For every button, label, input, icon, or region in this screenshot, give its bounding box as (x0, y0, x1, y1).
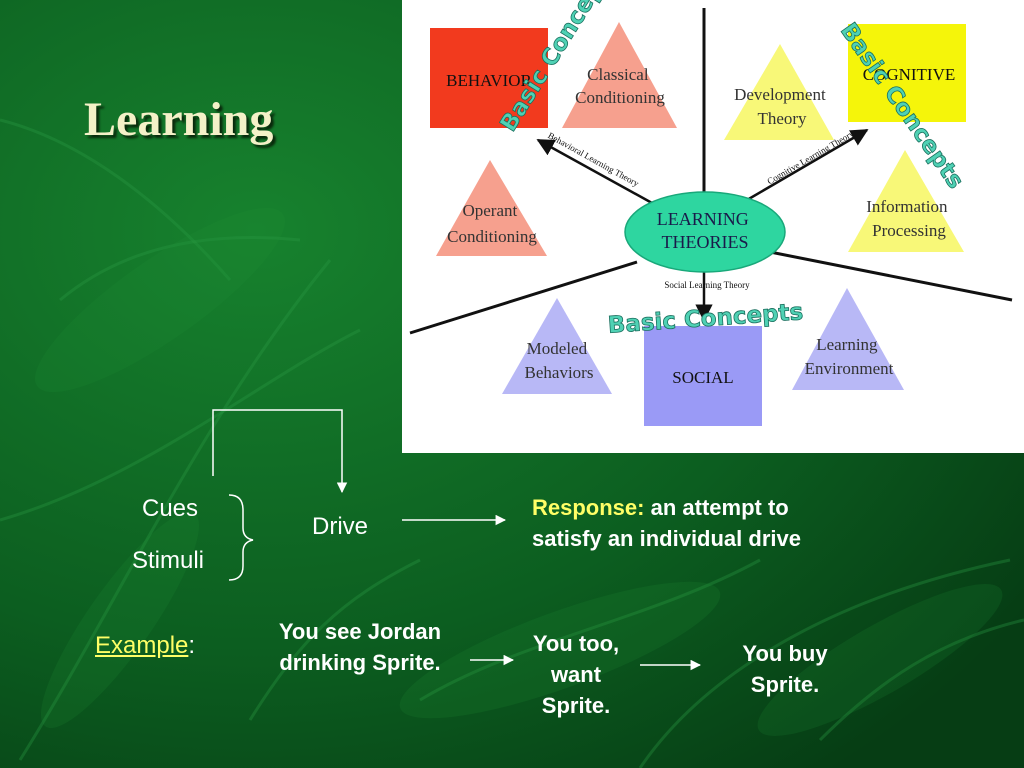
response-label: Response: (532, 495, 645, 520)
divider-left (409, 260, 638, 335)
box-behavior-label: BEHAVIOR (446, 71, 532, 90)
triangle-environment (792, 288, 904, 390)
example-step-2: You too, want Sprite. (518, 628, 634, 721)
triangle-information (848, 150, 964, 252)
center-label: LEARNING THEORIES (657, 209, 754, 252)
example-step-3-line2: Sprite. (750, 672, 820, 697)
slide-title: Learning (84, 93, 274, 146)
box-social-label: SOCIAL (672, 368, 733, 387)
arrow-cognitive (746, 128, 869, 202)
example-step-1-line1: You see Jordan (278, 619, 442, 644)
triangle-operant-label: Operant Conditioning (447, 201, 537, 246)
example-step-3: You buy Sprite. (720, 638, 850, 700)
example-step-3-line1: You buy (742, 641, 828, 666)
triangle-classical-label: Classical Conditioning (575, 65, 665, 107)
example-step-1-line2: drinking Sprite. (279, 650, 441, 675)
center-learning-theories (624, 191, 786, 273)
triangle-classical (562, 22, 677, 128)
box-cognitive (848, 24, 966, 122)
example-step-1: You see Jordan drinking Sprite. (262, 616, 458, 678)
response-text: Response: an attempt to (532, 492, 789, 523)
triangle-development (724, 44, 834, 140)
arrow-behavioral (536, 138, 653, 205)
box-cognitive-label: COGNITIVE (863, 65, 956, 84)
example-label-container: Example: (95, 632, 195, 660)
response-text-line2: satisfy an individual drive (532, 526, 801, 551)
label-social-theory: Social Learning Theory (664, 280, 750, 290)
example-label: Example (95, 632, 189, 659)
drive-label: Drive (312, 513, 369, 540)
stimuli-label: Stimuli (132, 547, 205, 574)
example-step-2-line3: Sprite. (541, 693, 611, 718)
label-behavioral-theory: Behavioral Learning Theory (546, 130, 641, 189)
example-step-2-line1: You too, (532, 631, 620, 656)
divider-right (769, 250, 1013, 302)
triangle-operant (436, 160, 547, 256)
cues-label: Cues (142, 495, 199, 522)
triangle-information-label: Information Processing (866, 197, 951, 240)
triangle-development-label: Development Theory (734, 85, 830, 128)
triangle-environment-label: Learning Environment (805, 335, 894, 378)
box-behavior (430, 28, 548, 128)
triangle-modeled-label: Modeled Behaviors (525, 339, 594, 382)
response-description: an attempt to (644, 495, 789, 520)
example-colon: : (188, 632, 196, 659)
example-step-2-line2: want (550, 662, 602, 687)
box-social (644, 326, 762, 426)
learning-theories-diagram: Behavioral Learning Theory Cognitive Lea… (402, 0, 1024, 453)
triangle-modeled (502, 298, 612, 394)
